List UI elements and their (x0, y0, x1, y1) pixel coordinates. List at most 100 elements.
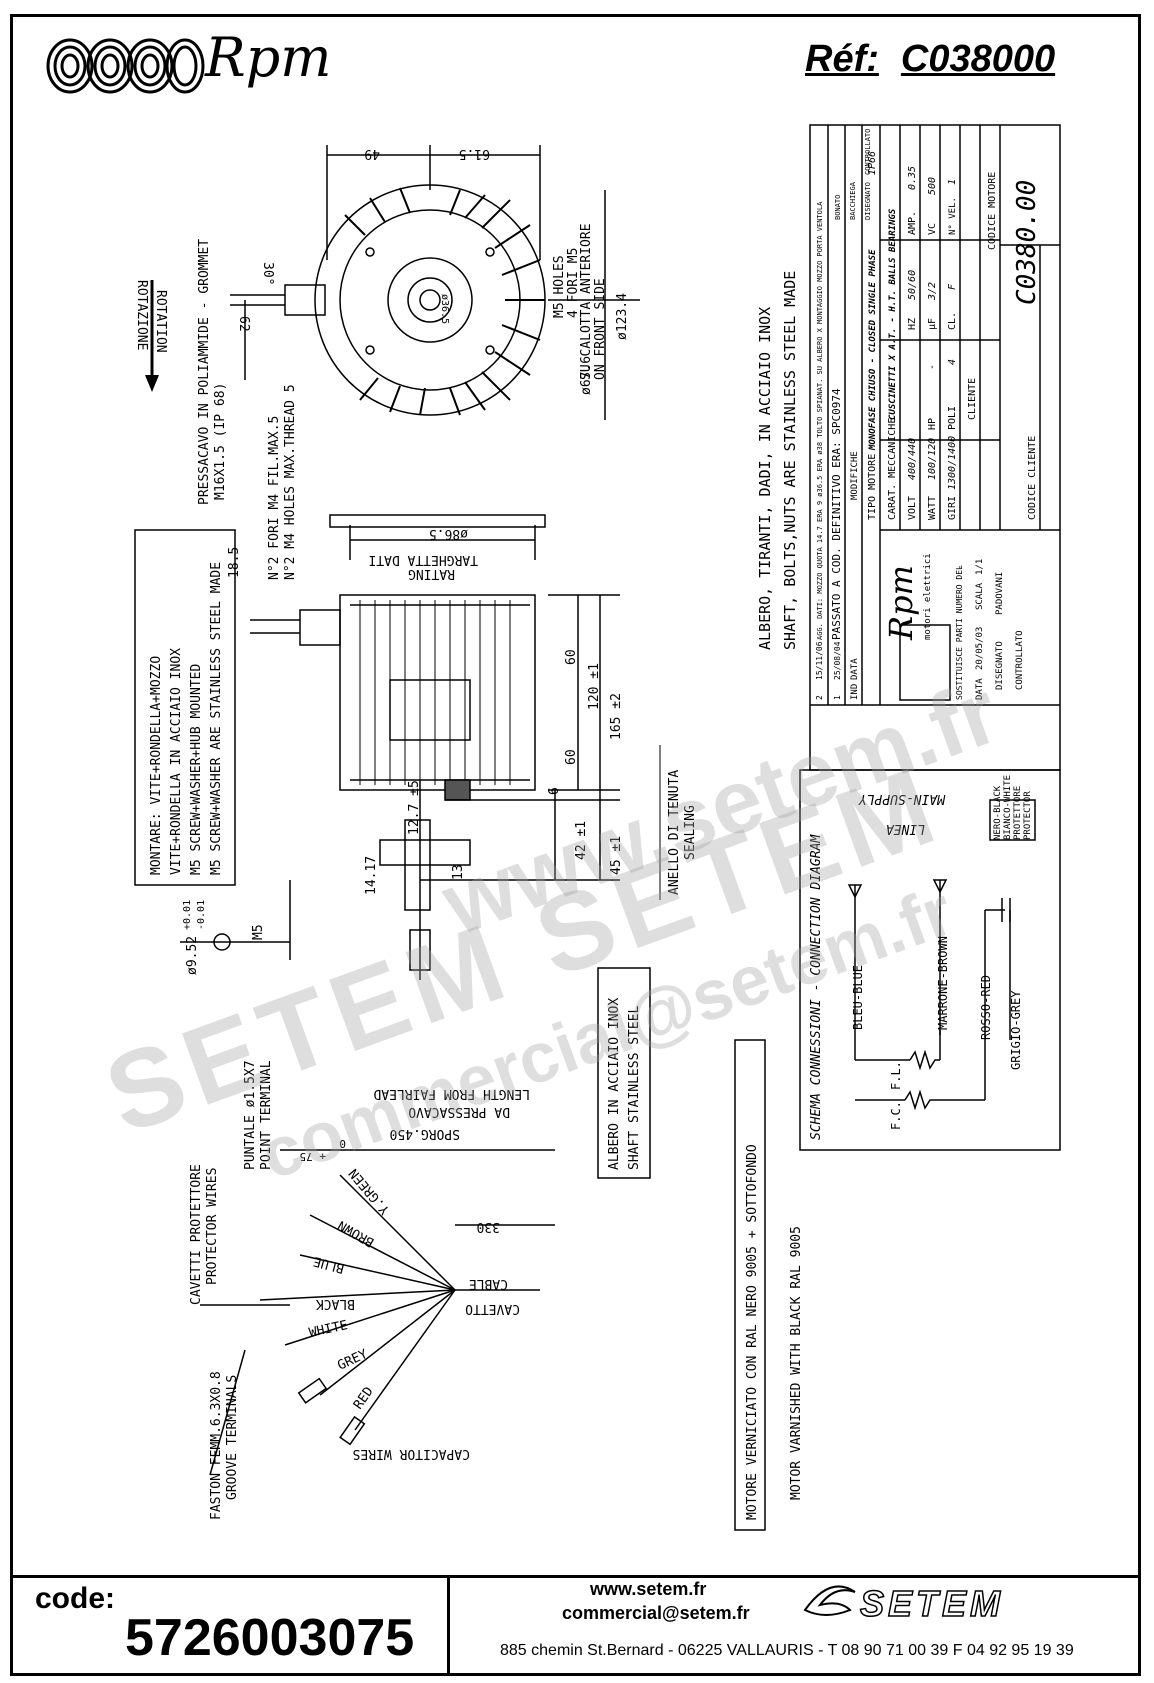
wire-white: WHITE (308, 1318, 349, 1341)
cable-en: CABLE (469, 1276, 508, 1291)
mount-note-box (134, 529, 236, 886)
shaft-end (180, 880, 291, 960)
protector-en: PROTECTOR WIRES (205, 1168, 220, 1285)
motor-side-view (250, 514, 620, 980)
nero-black: NERO-BLACK (993, 785, 1003, 840)
dim-30: 30° (260, 262, 275, 285)
ref-code: C038000 (900, 38, 1056, 80)
rev-head-date: DATA (850, 658, 860, 680)
sporg: SPORG.450 (390, 1126, 460, 1141)
tb-watt-label: WATT (927, 496, 938, 520)
rating-en: RATING (408, 566, 455, 581)
tb-designed: DISEGNATO (864, 182, 872, 220)
tb-date-label: DATA (975, 678, 985, 700)
ref-label: Réf: (805, 38, 879, 80)
dim-14-17: 14.17 (364, 856, 379, 895)
point-terminal-it: PUNTALE ø1.5X7 (243, 1060, 258, 1170)
code-label: code: (35, 1582, 116, 1615)
code-value: 5726003075 (125, 1609, 415, 1667)
motor-front-view (230, 145, 640, 420)
rev-row-1-ind: 1 (833, 695, 842, 700)
tb-hp-label: HP (927, 418, 938, 430)
bianco-white: BIANCO-WHITE (1003, 775, 1013, 840)
tb-mech-val: CUSCINETTI X A.T. - H.T. BALLS BEARINGS (888, 208, 898, 420)
brand-title: Rpm (205, 26, 332, 89)
bolts-it: ALBERO, TIRANTI, DADI, IN ACCIAIO INOX (756, 307, 774, 650)
m5-holes-it: 4 FORI M5 (566, 248, 581, 318)
rev-row-2-ind: 2 (815, 695, 824, 700)
dim-330: 330 (477, 1219, 500, 1234)
shaft-it: ALBERO IN ACCIAIO INOX (607, 998, 622, 1170)
dim-49: 49 (364, 146, 380, 161)
mount-en1: M5 SCREW+WASHER+HUB MOUNTED (189, 664, 204, 875)
tb-speeds-label: N° VEL. (948, 197, 958, 235)
dim-m5: M5 (251, 924, 266, 940)
tb-poles-val: 4 (947, 359, 958, 365)
wire-brown: BROWN (336, 1217, 377, 1250)
protector-it: CAVETTI PROTETTORE (189, 1164, 204, 1305)
dim-60a: 60 (564, 649, 579, 665)
tb-drawn-val: PADOVANI (995, 572, 1005, 615)
rating-it: TARGHETTA DATI (368, 552, 478, 567)
rev-head-mod: MODIFICHE (850, 451, 860, 500)
main-supply: MAIN-SUPPLY (858, 791, 946, 806)
tb-motor-type-label: TIPO MOTORE (867, 454, 878, 520)
footer-address: 885 chemin St.Bernard - 06225 VALLAURIS … (500, 1642, 1074, 1659)
wire-red: RED (351, 1384, 377, 1412)
dim-12-7: 12.7 ±5 (407, 780, 422, 835)
setem-logo: SETEM (859, 1582, 1005, 1625)
code-box (10, 1575, 450, 1676)
faston-it: FASTON FEMM.6.3X0.8 (209, 1371, 224, 1520)
title-block (809, 124, 1061, 771)
tb-scale-val: 1/1 (975, 559, 985, 575)
rev-row-1-desc: PASSATO A COD. DEFINITIVO ERA: SPC0974 (830, 388, 843, 640)
tb-rpm-label: GIRI (947, 496, 958, 520)
tb-motor-code-label: CODICE MOTORE (987, 172, 998, 250)
footer-email[interactable]: commercial@setem.fr (562, 1603, 750, 1623)
tb-client-code-label: CODICE CLIENTE (1027, 436, 1038, 520)
tb-hz-val: 50/60 (907, 270, 918, 300)
fc-label: F.C. (889, 1101, 903, 1130)
paint-en: MOTOR VARNISHED WITH BLACK RAL 9005 (789, 1226, 804, 1500)
shaft-dia: ø9.52 (185, 936, 200, 975)
dim-165: 165 ±2 (609, 693, 624, 740)
rev-row-2-desc: AGG. DATI: MOZZO QUOTA 14.7 ERA 9 ø36.5 … (816, 201, 824, 640)
protector: PROTECTOR (1023, 791, 1033, 840)
tb-poles-label: POLI (947, 406, 958, 430)
tb-date-val: 20/05/03 (975, 627, 985, 670)
linea: LINEA (886, 821, 925, 836)
footer-website[interactable]: www.setem.fr (590, 1579, 707, 1599)
sealing-it: ANELLO DI TENUTA (667, 770, 682, 895)
rotation-it: ROTAZIONE (134, 280, 149, 350)
tb-vc-val: 500 (927, 177, 938, 195)
faston-en: GROOVE TERMINALS (225, 1375, 240, 1500)
bolts-en: SHAFT, BOLTS,NUTS ARE STAINLESS STEEL MA… (781, 271, 799, 650)
dim-13: 13 (451, 864, 466, 880)
sealing-en: SEALING (683, 805, 698, 860)
tb-scale-label: SCALA (975, 582, 985, 610)
tb-watt-val: 100/120 (927, 438, 938, 480)
tb-mech-label: CARAT. MECCANICHE (887, 418, 898, 520)
rev-row-2-date: 15/11/06 (815, 641, 824, 680)
dim-120: 120 ±1 (587, 663, 602, 710)
paint-it: MOTORE VERNICIATO CON RAL NERO 9005 + SO… (745, 1144, 760, 1520)
holes-en: N°2 M4 HOLES MAX.THREAD 5 (283, 384, 298, 580)
wire-black: BLACK (316, 1296, 355, 1311)
dim-60b: 60 (564, 749, 579, 765)
mount-it2: VITE+RONDELLA IN ACCIAIO INOX (169, 648, 184, 875)
bleu-blue: BLEU-BLUE (851, 965, 865, 1030)
front-it: SU CALOTTA ANTERIORE (579, 223, 594, 380)
rpm-logo-icon (46, 38, 205, 94)
sporg-tol-zero: 0 (339, 1137, 346, 1150)
dim-36-5: ø36.5 (439, 294, 450, 324)
front-en: ON FRONT SIDE (593, 278, 608, 380)
mount-en2: M5 SCREW+WASHER ARE STAINLESS STEEL MADE (209, 562, 224, 875)
tb-amp-val: 0.35 (907, 166, 918, 190)
capacitor-en: CAPACITOR WIRES (353, 1446, 470, 1461)
dim-62: 62 (236, 316, 251, 332)
wire-blue: BLUE (312, 1253, 346, 1276)
tb-bacchiega: BACCHIEGA (849, 181, 857, 220)
tb-motor-type-val: MONOFASE CHIUSO - CLOSED SINGLE PHASE (868, 249, 878, 451)
marrone-brown: MARRONE-BROWN (936, 936, 950, 1030)
